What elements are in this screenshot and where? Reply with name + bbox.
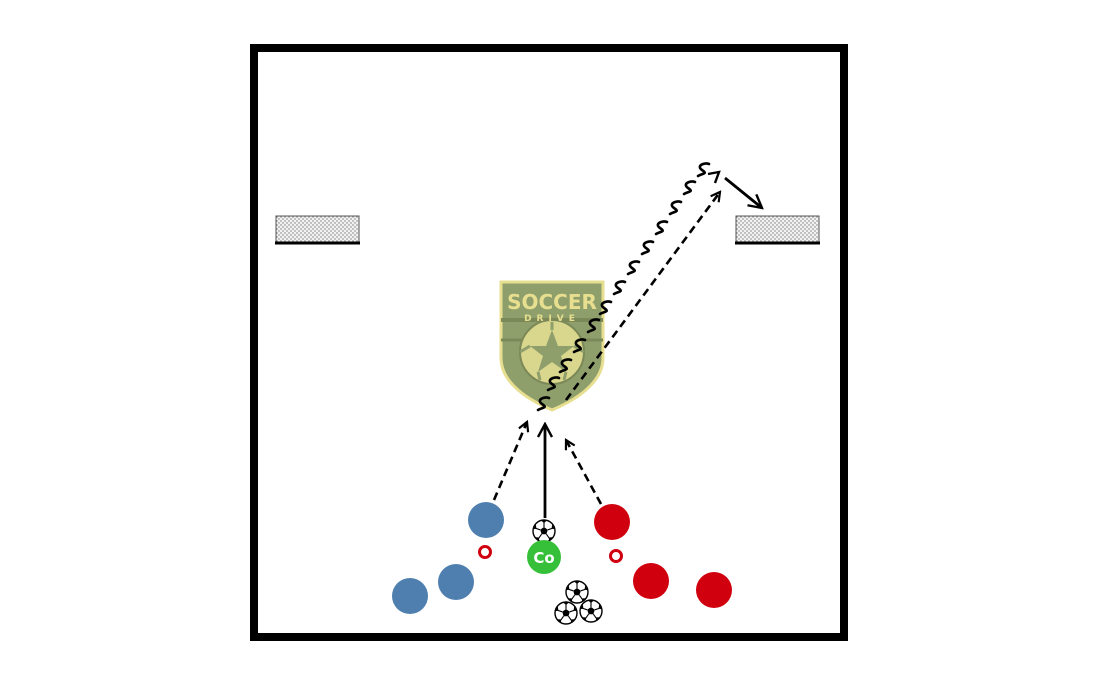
- coach-label: Co: [533, 549, 554, 567]
- blue-player: [438, 564, 474, 600]
- red-player: [594, 504, 630, 540]
- coach: [527, 540, 561, 574]
- soccer-ball: [554, 601, 578, 625]
- logo-star: [530, 330, 574, 372]
- blue-player: [468, 502, 504, 538]
- red-player: [696, 572, 732, 608]
- blue-run-arrow: [492, 422, 527, 501]
- logo-subtitle: DRIVE: [524, 314, 580, 324]
- goal-left: [275, 215, 360, 245]
- cone-marker: [609, 549, 623, 563]
- soccer-ball: [579, 599, 603, 623]
- soccer-ball: [565, 580, 589, 604]
- dribble-arrow: [536, 162, 711, 412]
- soccer-ball: [532, 519, 556, 543]
- shot-arrow: [724, 176, 762, 208]
- soccer-drive-logo: SOCCER DRIVE: [499, 280, 605, 412]
- support-run-arrow: [564, 192, 720, 401]
- goal-right: [735, 215, 820, 245]
- dribble-arrowhead: [707, 170, 721, 184]
- red-player: [633, 563, 669, 599]
- logo-title: SOCCER: [507, 290, 597, 314]
- cone-marker: [478, 545, 492, 559]
- blue-player: [392, 578, 428, 614]
